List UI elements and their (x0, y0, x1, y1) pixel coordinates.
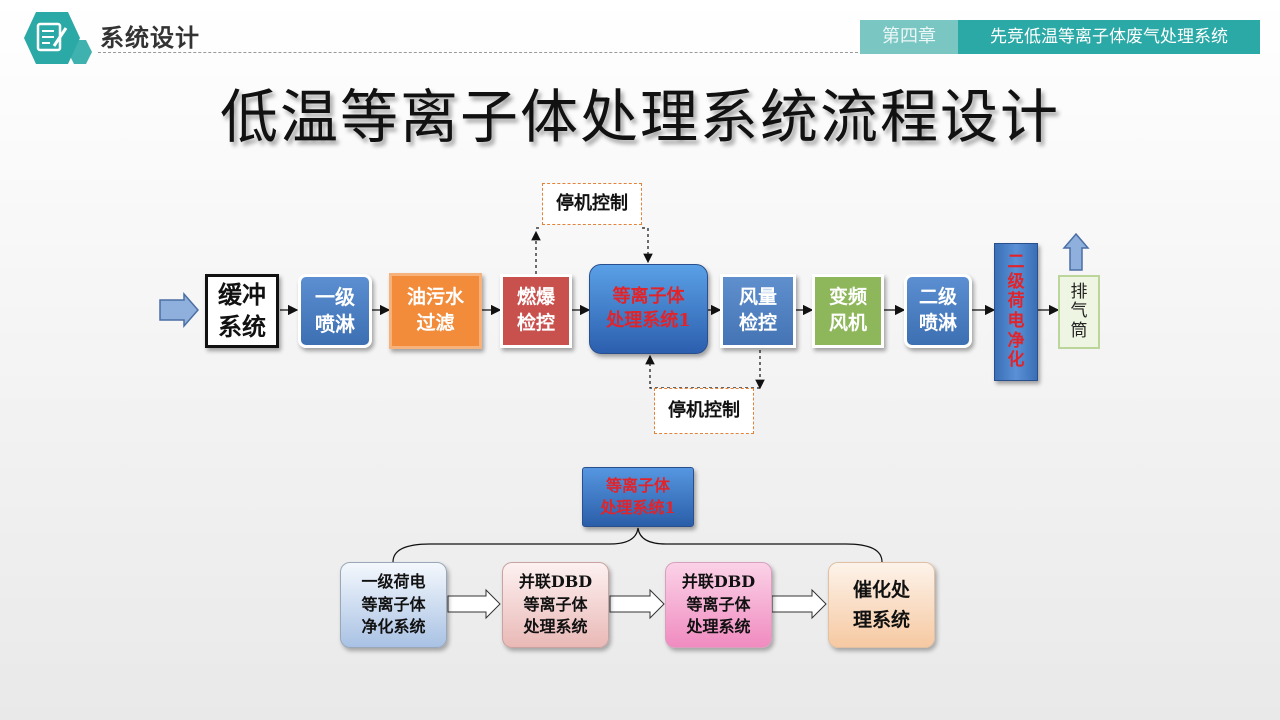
box-label-char: 荷 (1007, 291, 1025, 312)
secondary-charge-purifier-box: 二 级 荷 电 净 化 (994, 243, 1038, 381)
buffer-system-box: 缓冲系统 (205, 274, 279, 348)
box-label-line: 一级 (315, 285, 355, 309)
chapter-tab: 第四章 (860, 20, 958, 54)
primary-spray-box: 一级喷淋 (298, 274, 372, 348)
box-label-char: 排 (1070, 281, 1088, 302)
box-label-char: 化 (1007, 350, 1025, 371)
outlet-arrow-up-icon (1062, 232, 1090, 271)
box-label-line: 处理系统 (686, 617, 751, 637)
box-label-line: 变频 (828, 286, 867, 309)
box-label-char: 净 (1007, 330, 1025, 351)
box-label-line: 检控 (738, 312, 777, 334)
box-label-line: 缓冲 (218, 279, 266, 309)
page-title: 低温等离子体处理系统流程设计 (219, 83, 1060, 151)
box-label-line: 检控 (516, 312, 555, 334)
box-label-char: 二 (1007, 252, 1025, 273)
connector-stopcontrol2-plasma (645, 354, 760, 389)
box-label-line: 过滤 (416, 312, 455, 334)
box-label-char: 级 (1007, 271, 1025, 292)
oil-water-filter-box: 油污水过滤 (389, 273, 482, 349)
box-label-line: 等离子体 (686, 594, 751, 614)
connector-stopcontrol-plasma (642, 227, 653, 264)
box-label-line: 并联DBD (681, 572, 756, 592)
box-label-line: 等离子体 (523, 594, 588, 614)
block-arrow-1 (447, 588, 501, 620)
brace-connector (392, 527, 883, 563)
block-arrow-2 (609, 588, 665, 620)
box-label-line: 等离子体 (361, 594, 426, 614)
explosion-control-box: 燃爆检控 (500, 274, 572, 348)
catalytic-treatment-box: 催化处理系统 (828, 562, 935, 648)
sub-plasma-system-box: 等离子体处理系统1 (582, 467, 694, 527)
box-label-line: 并联DBD (518, 572, 593, 592)
box-label-line: 理系统 (852, 609, 910, 631)
box-label-line: 处理系统1 (606, 310, 691, 331)
box-label-line: 油污水 (406, 286, 464, 309)
box-label-line: 风机 (828, 312, 867, 334)
edit-document-icon (24, 12, 92, 64)
exhaust-stack-box: 排 气 筒 (1058, 275, 1100, 349)
airflow-control-box: 风量检控 (720, 274, 796, 348)
header-divider (98, 52, 868, 53)
box-label-line: 等离子体 (605, 476, 670, 496)
box-label-line: 喷淋 (918, 312, 957, 334)
primary-charge-purifier-box: 一级荷电等离子体净化系统 (340, 562, 447, 648)
box-label-line: 一级荷电 (361, 572, 426, 592)
box-label-line: 处理系统1 (600, 498, 676, 517)
box-label-line: 处理系统 (523, 617, 588, 637)
box-label-line: 喷淋 (315, 312, 355, 336)
stop-control-bottom-box: 停机控制 (654, 388, 754, 434)
stop-control-top-box: 停机控制 (542, 183, 642, 225)
subject-tab: 先竞低温等离子体废气处理系统 (958, 20, 1260, 54)
vfd-fan-box: 变频风机 (812, 274, 884, 348)
box-label-line: 系统 (218, 312, 266, 341)
plasma-system-box: 等离子体处理系统1 (589, 264, 708, 354)
box-label-char: 筒 (1070, 320, 1088, 341)
section-title: 系统设计 (100, 24, 200, 52)
box-label-line: 催化处 (852, 578, 910, 601)
box-label-line: 等离子体 (612, 285, 685, 307)
box-label-char: 气 (1070, 301, 1088, 322)
box-label-char: 电 (1007, 311, 1025, 331)
box-label-line: 风量 (738, 286, 777, 309)
block-arrow-3 (771, 588, 827, 620)
box-label-line: 二级 (918, 286, 957, 309)
inlet-arrow-icon (159, 292, 199, 328)
box-label-line: 燃爆 (516, 286, 555, 309)
header-bar: 系统设计 第四章 先竞低温等离子体废气处理系统 (0, 0, 1280, 64)
secondary-spray-box: 二级喷淋 (904, 274, 972, 348)
box-label-line: 净化系统 (361, 617, 426, 637)
